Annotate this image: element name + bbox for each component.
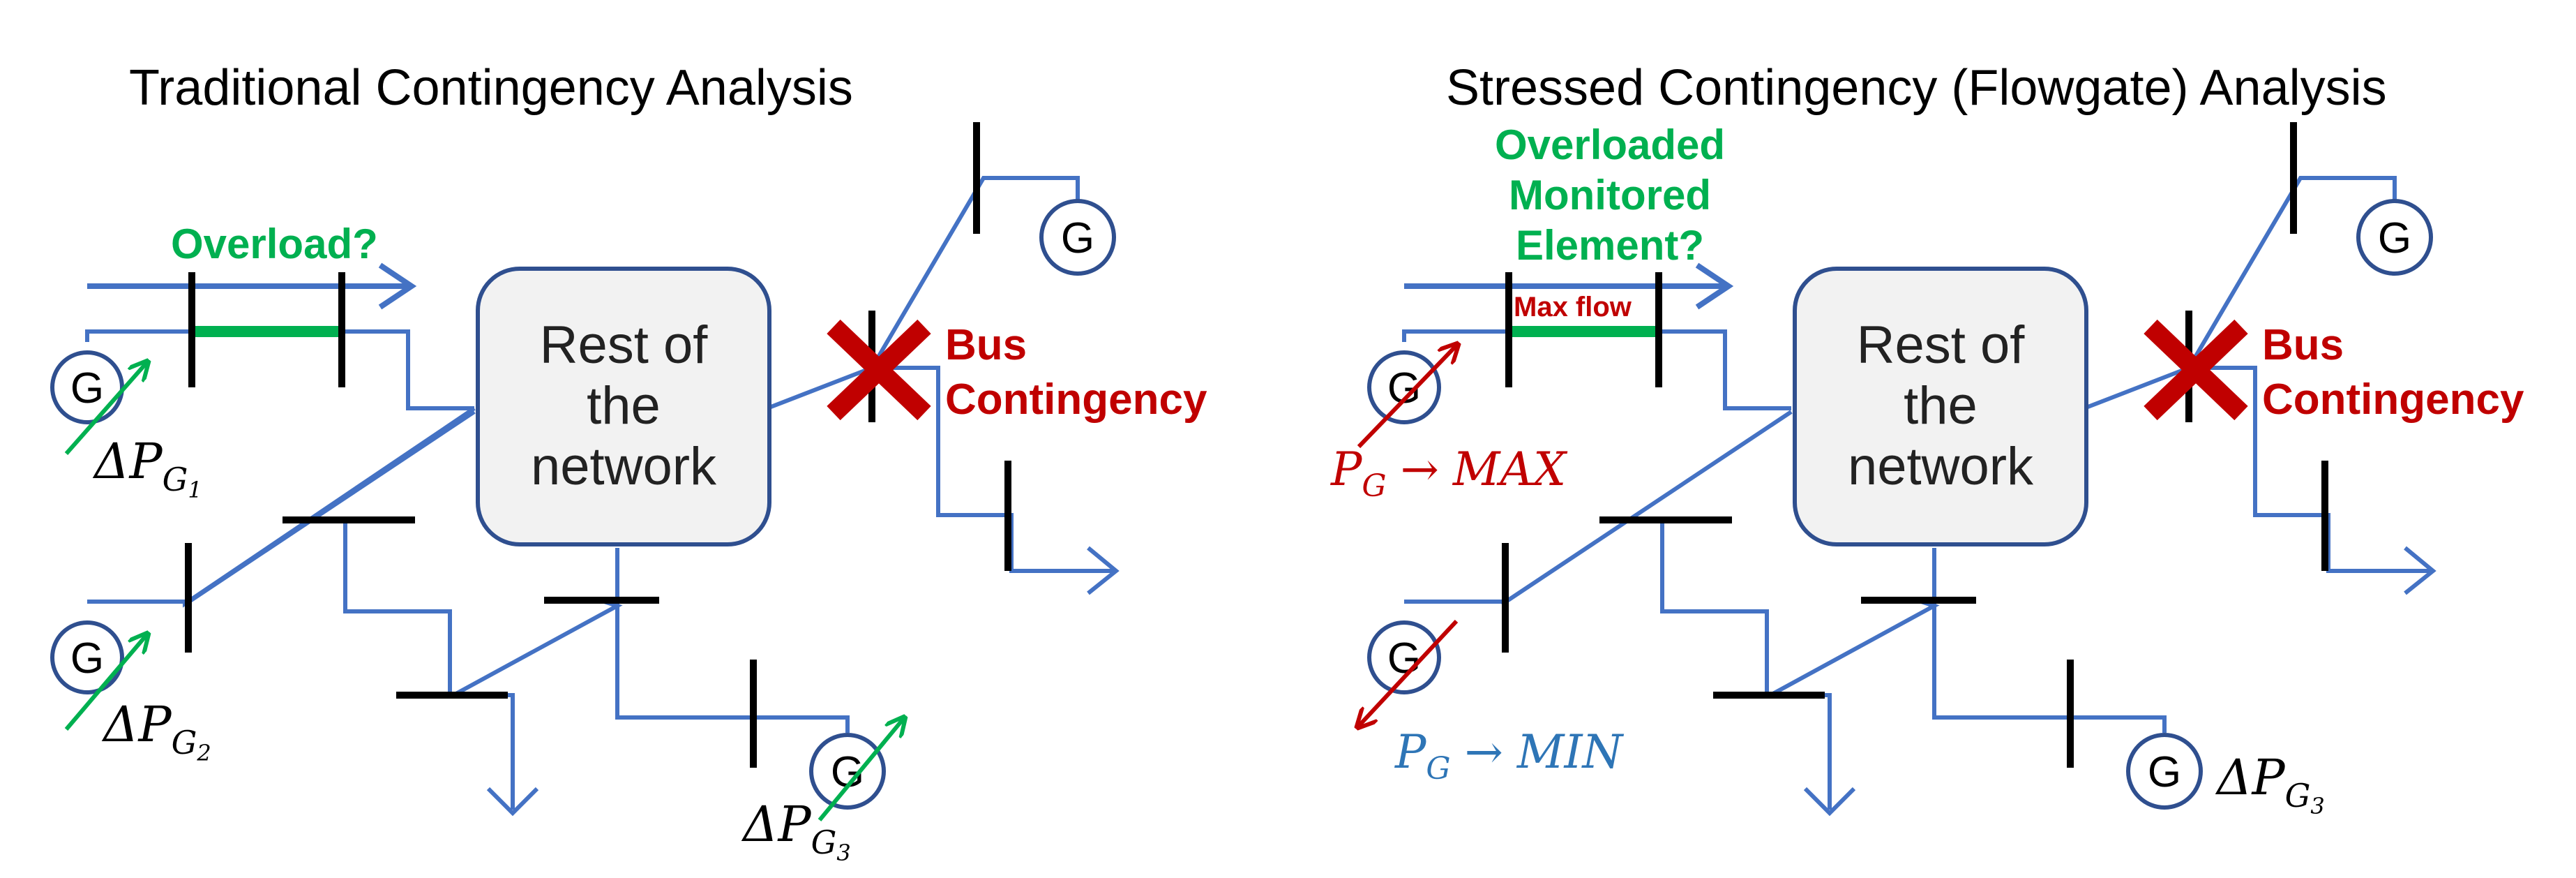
- bus-contingency-label: Bus: [945, 321, 1027, 369]
- load-arrow-icon: [1087, 546, 1120, 595]
- panel-title: Traditional Contingency Analysis: [129, 60, 853, 116]
- increase-arrow-icon: [64, 363, 146, 455]
- panel-stressed: Stressed Contingency (Flowgate) Analysis: [1330, 60, 2524, 819]
- delta-subsub: 3: [836, 840, 850, 866]
- generator-circle-icon: G: [2356, 199, 2433, 276]
- network-box: Rest of the network: [1793, 267, 2088, 546]
- load-arrow-icon: [486, 787, 539, 817]
- delta-pg3-label: ΔPG3: [2215, 749, 2325, 819]
- red-x-icon: [827, 319, 931, 421]
- pg-arrow: →: [1401, 442, 1439, 496]
- network-box: Rest of the network: [476, 267, 771, 546]
- overload-label: Overloaded: [1495, 121, 1725, 168]
- delta-pg1-label: ΔPG1: [92, 433, 202, 503]
- pg-p: P: [1330, 442, 1363, 496]
- delta-main: ΔP: [2215, 749, 2287, 806]
- generator-circle-icon: G: [1039, 199, 1116, 276]
- pg-p: P: [1394, 725, 1427, 779]
- load-arrow-icon: [2404, 546, 2436, 595]
- pg-target: MAX: [1452, 442, 1568, 496]
- max-flow-label: Max flow: [1514, 292, 1632, 322]
- generator-symbol: G: [2378, 214, 2411, 262]
- load-arrow-icon: [1803, 787, 1856, 817]
- red-x-icon: [2144, 319, 2248, 421]
- generator-symbol: G: [70, 634, 104, 683]
- generator-circle-icon: G: [809, 733, 886, 810]
- generator-symbol: G: [70, 364, 104, 412]
- box-line: the: [587, 376, 661, 436]
- box-line: Rest of: [540, 315, 709, 375]
- panel-traditional: Traditional Contingency Analysis: [50, 60, 1207, 866]
- increase-arrow-icon: [64, 635, 146, 731]
- delta-main: ΔP: [741, 796, 813, 853]
- delta-sub: G: [163, 461, 188, 498]
- panel-title: Stressed Contingency (Flowgate) Analysis: [1446, 60, 2387, 116]
- flow-arrow: [87, 262, 417, 310]
- pg-sub: G: [1362, 468, 1386, 504]
- pg-min-label: PG →MIN: [1394, 725, 1625, 787]
- delta-pg3-label: ΔPG3: [741, 796, 851, 866]
- delta-subsub: 2: [196, 740, 211, 766]
- generator-symbol: G: [2148, 748, 2181, 796]
- delta-sub: G: [172, 724, 197, 761]
- decrease-arrow-icon: [1359, 619, 1459, 726]
- buses: [185, 122, 1011, 768]
- pg-sub: G: [1426, 751, 1450, 787]
- delta-sub: G: [2285, 777, 2311, 814]
- delta-subsub: 3: [2310, 793, 2324, 819]
- delta-sub: G: [811, 824, 837, 861]
- generator-circle-icon: G: [50, 620, 124, 694]
- delta-main: ΔP: [101, 696, 173, 753]
- overload-label: Monitored: [1509, 172, 1711, 218]
- flow-arrow: [1404, 262, 1734, 310]
- increase-arrow-icon: [1357, 345, 1456, 449]
- delta-main: ΔP: [92, 433, 164, 490]
- generator-circle-icon: G: [50, 350, 124, 424]
- delta-subsub: 1: [188, 477, 202, 503]
- box-line: network: [1848, 437, 2034, 496]
- overload-label: Overload?: [171, 221, 378, 267]
- overload-label: Element?: [1516, 222, 1704, 269]
- delta-pg2-label: ΔPG2: [101, 696, 211, 766]
- bus-contingency-label: Contingency: [945, 375, 1207, 424]
- box-line: Rest of: [1857, 315, 2026, 375]
- generator-circle-icon: G: [1367, 620, 1441, 694]
- pg-arrow: →: [1465, 725, 1503, 779]
- box-line: network: [531, 437, 717, 496]
- generator-symbol: G: [1061, 214, 1094, 262]
- network-lines: [85, 176, 1116, 810]
- pg-max-label: PG →MAX: [1330, 442, 1568, 504]
- pg-target: MIN: [1516, 725, 1625, 779]
- box-line: the: [1904, 376, 1978, 436]
- increase-arrow-icon: [818, 719, 903, 821]
- generator-circle-icon: G: [1367, 350, 1441, 424]
- generator-circle-icon: G: [2126, 733, 2203, 810]
- bus-contingency-label: Bus: [2262, 321, 2344, 369]
- bus-contingency-label: Contingency: [2262, 375, 2524, 424]
